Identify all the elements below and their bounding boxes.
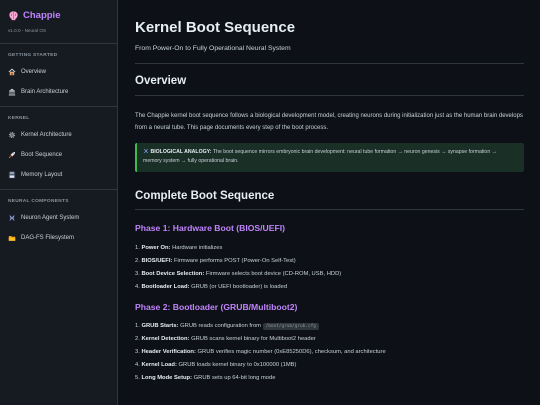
phase-1-steps: 1. Power On: Hardware initializes 2. BIO… [135, 242, 524, 294]
sidebar: Chappie v1.0.0 - Neural OS GETTING START… [0, 0, 118, 405]
step-label: Kernel Detection: [141, 336, 190, 343]
page-title: Kernel Boot Sequence [135, 19, 296, 36]
gear-icon [8, 131, 16, 139]
dna-icon [8, 214, 16, 222]
boot-sequence-section: Complete Boot Sequence Phase 1: Hardware… [135, 189, 524, 386]
callout-text: The boot sequence mirrors embryonic brai… [143, 148, 497, 165]
step-label: Long Mode Setup: [141, 375, 193, 382]
step-label: Boot Device Selection: [141, 270, 205, 277]
divider [135, 63, 524, 64]
sidebar-item-label: Neuron Agent System [21, 215, 80, 221]
nav-divider [0, 106, 117, 107]
sidebar-item-label: DAG-FS Filesystem [21, 235, 75, 241]
list-item: 3. Boot Device Selection: Firmware selec… [135, 270, 342, 277]
brand-link[interactable]: Chappie [8, 10, 109, 21]
section-heading-overview: Overview [135, 75, 187, 87]
list-item: 1. Power On: Hardware initializes [135, 244, 223, 251]
nav-section-neural-components: NEURAL COMPONENTS Neuron Agent System DA… [0, 190, 117, 248]
step-label: Power On: [141, 244, 171, 251]
sidebar-item-label: Kernel Architecture [21, 132, 72, 138]
step-label: Bootloader Load: [141, 283, 190, 290]
sidebar-item-label: Boot Sequence [21, 152, 63, 158]
nav-heading: NEURAL COMPONENTS [8, 199, 69, 204]
step-text: GRUB scans kernel binary for Multiboot2 … [191, 336, 316, 343]
building-icon [8, 88, 16, 96]
step-text: Hardware initializes [172, 244, 223, 251]
list-item: 4. Kernel Load: GRUB loads kernel binary… [135, 362, 297, 369]
step-label: Header Verification: [141, 349, 196, 356]
sidebar-item-kernel-architecture[interactable]: Kernel Architecture [0, 125, 117, 145]
step-label: GRUB Starts: [141, 323, 179, 330]
step-text: GRUB loads kernel binary to 0x100000 (1M… [178, 362, 297, 369]
list-item: 2. Kernel Detection: GRUB scans kernel b… [135, 336, 316, 343]
nav-section-getting-started: GETTING STARTED Overview Brain Architect… [0, 44, 117, 102]
sidebar-item-label: Overview [21, 69, 47, 75]
inline-code-path: /boot/grub/grub.cfg [262, 323, 319, 331]
dna-icon [143, 148, 149, 154]
rocket-icon [8, 151, 16, 159]
sidebar-item-label: Brain Architecture [21, 89, 69, 95]
main-content: Kernel Boot Sequence From Power-On to Fu… [118, 0, 540, 405]
sidebar-item-label: Memory Layout [21, 172, 63, 178]
nav-heading: GETTING STARTED [8, 53, 58, 58]
overview-paragraph: The Chappie kernel boot sequence follows… [135, 112, 523, 131]
phase-heading-1: Phase 1: Hardware Boot (BIOS/UEFI) [135, 223, 285, 233]
phase-heading-2: Phase 2: Bootloader (GRUB/Multiboot2) [135, 301, 298, 312]
brain-icon [8, 10, 19, 21]
nav-heading: KERNEL [8, 116, 30, 121]
biological-analogy-callout: BIOLOGICAL ANALOGY: The boot sequence mi… [135, 142, 524, 172]
nav-section-kernel: KERNEL Kernel Architecture Boot Sequence… [0, 107, 117, 185]
step-text: Firmware performs POST (Power-On Self-Te… [174, 257, 296, 264]
step-text: GRUB sets up 64-bit long mode [193, 375, 276, 382]
floppy-icon [8, 171, 16, 179]
section-heading-boot-sequence: Complete Boot Sequence [135, 189, 275, 202]
list-item: 5. Long Mode Setup: GRUB sets up 64-bit … [135, 375, 276, 382]
folder-icon [8, 234, 16, 242]
house-icon [8, 68, 16, 76]
callout-label: BIOLOGICAL ANALOGY: [150, 148, 212, 155]
step-label: Kernel Load: [141, 362, 177, 369]
step-text: GRUB (or UEFI bootloader) is loaded [191, 283, 288, 290]
divider [135, 94, 524, 96]
step-label: BIOS/UEFI: [141, 257, 173, 264]
sidebar-item-dag-fs-filesystem[interactable]: DAG-FS Filesystem [0, 228, 117, 248]
app-version: v1.0.0 - Neural OS [8, 28, 47, 33]
nav-divider [0, 189, 117, 190]
sidebar-item-overview[interactable]: Overview [0, 62, 117, 82]
sidebar-item-boot-sequence[interactable]: Boot Sequence [0, 145, 117, 165]
list-item: 3. Header Verification: GRUB verifies ma… [135, 349, 386, 356]
sidebar-item-memory-layout[interactable]: Memory Layout [0, 165, 117, 185]
step-text: GRUB reads configuration from [180, 323, 261, 330]
list-item: 2. BIOS/UEFI: Firmware performs POST (Po… [135, 257, 296, 264]
list-item: 1. GRUB Starts: GRUB reads configuration… [135, 320, 524, 333]
app-title: Chappie [23, 10, 61, 21]
phase-2-steps: 1. GRUB Starts: GRUB reads configuration… [135, 320, 524, 385]
step-text: GRUB verifies magic number (0xE85250D6),… [197, 349, 386, 356]
divider [135, 209, 524, 210]
overview-section: Overview The Chappie kernel boot sequenc… [135, 75, 524, 172]
brand-header: Chappie v1.0.0 - Neural OS [0, 0, 117, 44]
page-subtitle: From Power-On to Fully Operational Neura… [135, 45, 291, 52]
list-item: 4. Bootloader Load: GRUB (or UEFI bootlo… [135, 283, 288, 290]
sidebar-item-brain-architecture[interactable]: Brain Architecture [0, 82, 117, 102]
sidebar-item-neuron-agent-system[interactable]: Neuron Agent System [0, 208, 117, 228]
step-text: Firmware selects boot device (CD-ROM, US… [205, 270, 342, 277]
